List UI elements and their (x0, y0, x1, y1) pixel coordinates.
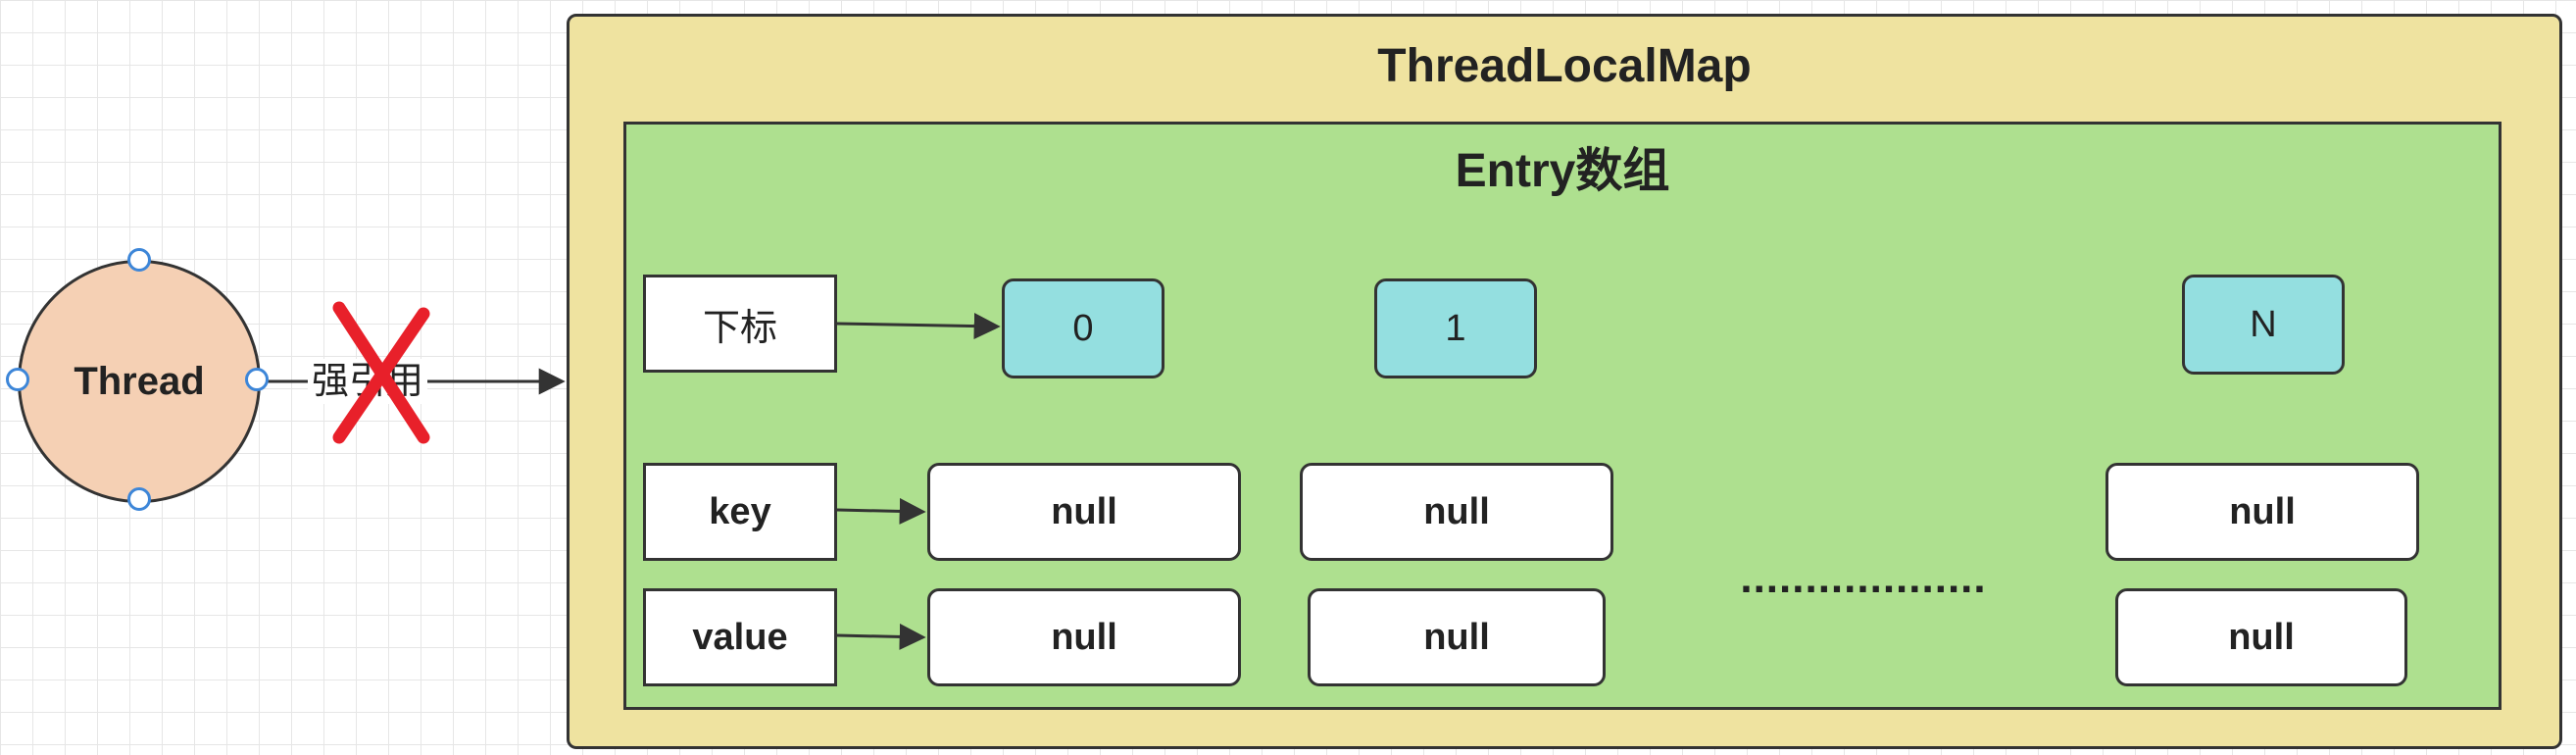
threadlocalmap-title: ThreadLocalMap (1377, 40, 1752, 92)
selection-handle-right[interactable] (245, 368, 269, 391)
value-row-label: value (643, 588, 837, 686)
index-row-label: 下标 (643, 275, 837, 373)
ellipsis: ................... (1740, 554, 1987, 602)
index-cell-n: N (2182, 275, 2345, 375)
value-cell-0: null (927, 588, 1241, 686)
entry-array-title: Entry数组 (1455, 145, 1670, 197)
red-x-icon (332, 301, 430, 444)
index-cell-1: 1 (1374, 278, 1537, 378)
index-arrow (836, 313, 1001, 340)
value-cell-n: null (2115, 588, 2407, 686)
key-cell-n: null (2105, 463, 2419, 561)
thread-label: Thread (74, 359, 205, 403)
thread-node[interactable]: Thread (18, 260, 261, 503)
key-row-label: key (643, 463, 837, 561)
selection-handle-bottom[interactable] (127, 487, 151, 511)
selection-handle-left[interactable] (6, 368, 29, 391)
value-arrow (836, 623, 926, 650)
index-cell-0: 0 (1002, 278, 1164, 378)
selection-handle-top[interactable] (127, 248, 151, 272)
key-cell-0: null (927, 463, 1241, 561)
value-cell-1: null (1308, 588, 1606, 686)
key-arrow (836, 497, 926, 525)
key-cell-1: null (1300, 463, 1613, 561)
